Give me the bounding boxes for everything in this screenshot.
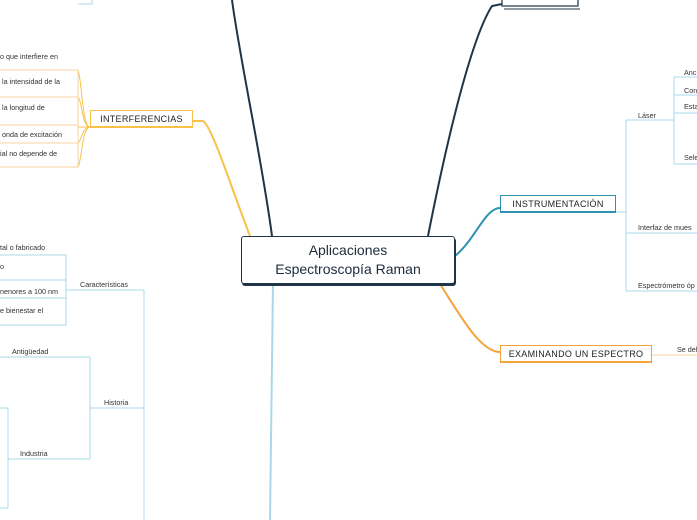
interferencias-item-4[interactable]: onda de excitación: [2, 130, 62, 139]
branch-bottom: [269, 283, 274, 520]
historia-industria[interactable]: Industria: [20, 449, 48, 458]
historia-antiguedad[interactable]: Antigüedad: [12, 347, 49, 356]
branch-top-right: [427, 3, 503, 237]
caracteristicas-item-1[interactable]: tal o fabricado: [0, 243, 46, 252]
topic-interferencias[interactable]: INTERFERENCIAS: [90, 110, 193, 128]
laser-item-3[interactable]: Esta: [684, 102, 697, 111]
central-topic[interactable]: Aplicaciones Espectroscopía Raman: [241, 236, 455, 284]
laser-item-1[interactable]: Anc: [684, 68, 697, 77]
top-left-node-fragment: [78, 0, 93, 5]
top-right-node: [501, 0, 579, 7]
subtopic-espectrometro[interactable]: Espectrómetro óp: [638, 281, 695, 290]
interferencias-item-5[interactable]: ial no depende de: [0, 149, 58, 158]
branch-interferencias: [193, 120, 251, 237]
interferencias-item-3[interactable]: la longitud de: [2, 103, 45, 112]
caracteristicas-item-4[interactable]: e bienestar el: [0, 306, 44, 315]
interferencias-item-2[interactable]: la intensidad de la: [2, 77, 60, 86]
topic-examinando-label: EXAMINANDO UN ESPECTRO: [508, 348, 644, 359]
subtopic-caracteristicas[interactable]: Características: [80, 280, 128, 289]
laser-item-4[interactable]: Sele: [684, 153, 697, 162]
caracteristicas-item-3[interactable]: nenores a 100 nm: [0, 287, 58, 296]
subtopic-laser[interactable]: Láser: [638, 111, 656, 120]
branch-top-left: [231, 0, 273, 237]
caracteristicas-item-2[interactable]: o: [0, 262, 4, 271]
examinando-child[interactable]: Se del: [677, 345, 697, 354]
branch-examinando: [439, 283, 501, 353]
laser-item-2[interactable]: Con: [684, 86, 697, 95]
central-title-line1: Aplicaciones: [308, 242, 388, 258]
branch-instrumentacion: [454, 207, 501, 257]
central-title-line2: Espectroscopía Raman: [275, 261, 421, 277]
topic-instrumentacion-label: INSTRUMENTACIÓN: [512, 198, 604, 209]
topic-examinando[interactable]: EXAMINANDO UN ESPECTRO: [500, 345, 652, 363]
interferencias-item-1[interactable]: o que interfiere en: [0, 52, 58, 61]
subtopic-interfaz[interactable]: Interfaz de mues: [638, 223, 692, 232]
subtopic-historia[interactable]: Historia: [104, 398, 129, 407]
topic-interferencias-label: INTERFERENCIAS: [100, 113, 183, 124]
topic-instrumentacion[interactable]: INSTRUMENTACIÓN: [500, 195, 616, 213]
